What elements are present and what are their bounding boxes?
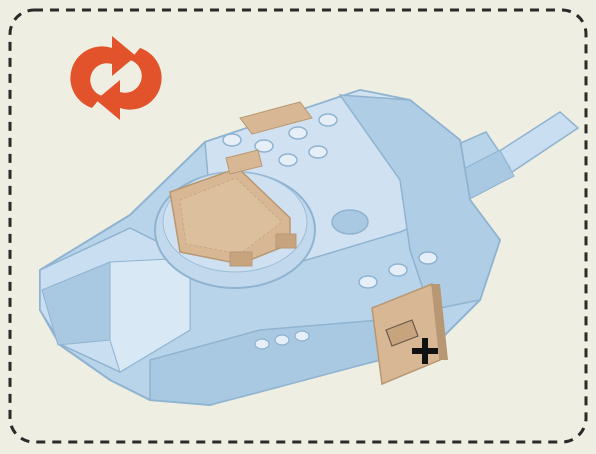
round-stud [332,210,368,234]
